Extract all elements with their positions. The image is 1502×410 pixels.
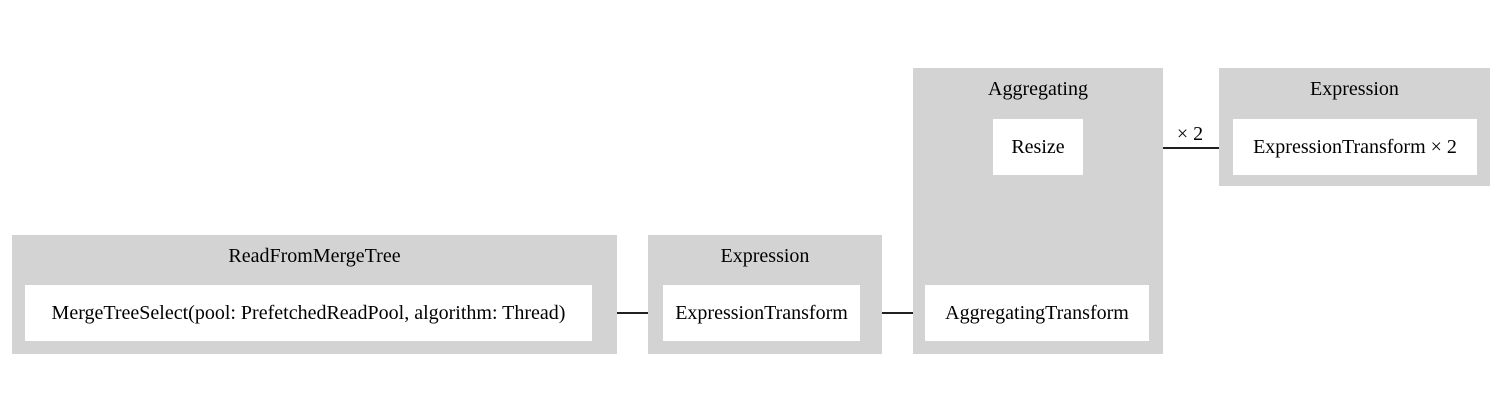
node-mergetreeselect: MergeTreeSelect(pool: PrefetchedReadPool… (25, 285, 592, 341)
cluster-label-expression-2: Expression (1310, 78, 1399, 100)
cluster-expression-1: Expression ExpressionTransform (648, 235, 882, 354)
cluster-expression-2: Expression ExpressionTransform × 2 (1219, 68, 1490, 186)
node-resize: Resize (993, 119, 1083, 175)
node-expressiontransform: ExpressionTransform (663, 285, 860, 341)
cluster-readfrommergetree: ReadFromMergeTree MergeTreeSelect(pool: … (12, 235, 617, 354)
node-expressiontransform-x2: ExpressionTransform × 2 (1233, 119, 1477, 175)
node-aggregatingtransform: AggregatingTransform (925, 285, 1149, 341)
cluster-label-aggregating: Aggregating (988, 78, 1088, 100)
cluster-aggregating: Aggregating Resize AggregatingTransform (913, 68, 1163, 354)
cluster-label-readfrommergetree: ReadFromMergeTree (228, 245, 401, 267)
cluster-label-expression-1: Expression (720, 245, 810, 267)
edge-label-x2: × 2 (1176, 123, 1204, 145)
